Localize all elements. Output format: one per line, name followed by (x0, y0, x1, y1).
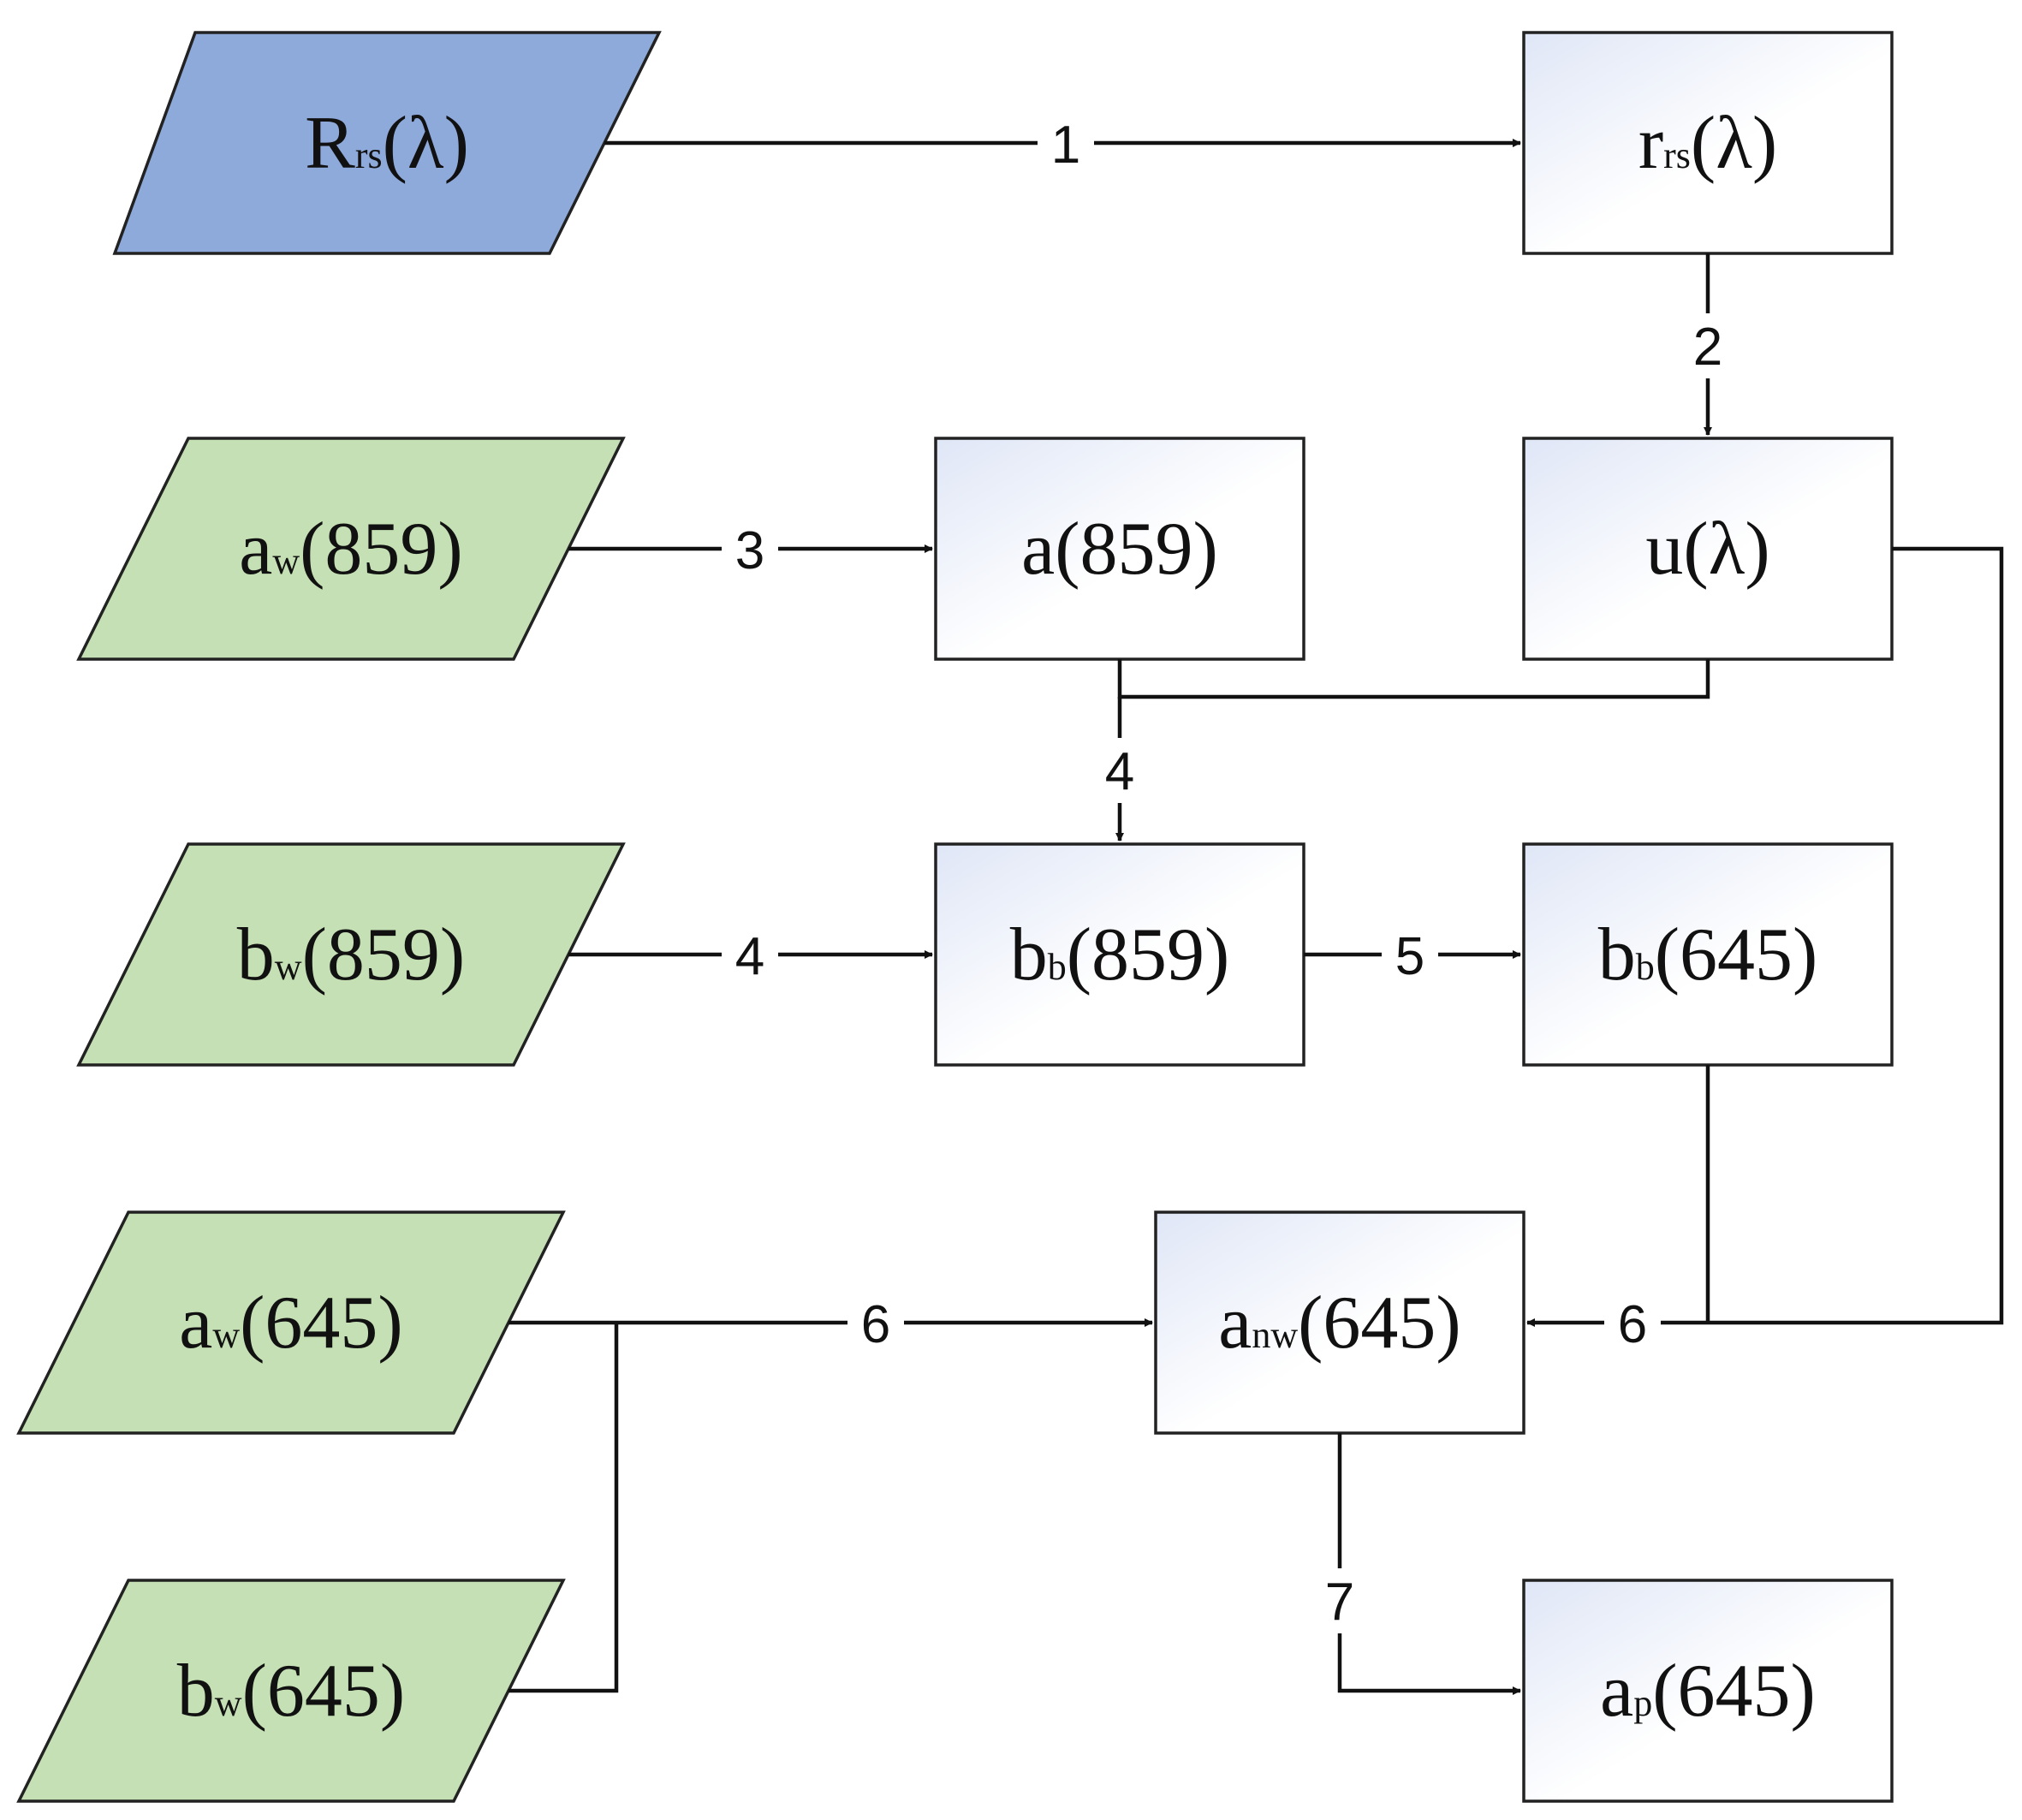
box-ap645-shape (1522, 1579, 1894, 1803)
step-label-7: 7 (1325, 1573, 1354, 1632)
input-bw645-label: bw(645) (177, 1650, 405, 1733)
input-Rrs: Rrs(λ) (112, 31, 662, 255)
input-aw859: aw(859) (76, 437, 626, 661)
box-rrs-shape (1522, 31, 1894, 255)
input-bw645: bw(645) (16, 1579, 566, 1803)
edge-6l-label-bg (847, 1291, 904, 1356)
box-anw645-label: anw(645) (1218, 1282, 1460, 1365)
step-label-6-left: 6 (861, 1295, 890, 1354)
input-aw645: aw(645) (16, 1210, 566, 1435)
edge-6-bw645 (508, 1323, 619, 1693)
step-label-1: 1 (1051, 116, 1080, 175)
input-bw859: bw(859) (76, 842, 626, 1067)
edge-7-label-bg (1311, 1568, 1368, 1633)
box-rrs-label: rrs(λ) (1638, 102, 1777, 185)
step-label-2: 2 (1693, 318, 1722, 377)
box-anw645: anw(645) (1154, 1210, 1525, 1435)
box-bb645: bb(645) (1522, 842, 1894, 1067)
step-label-4-vertical: 4 (1105, 742, 1134, 801)
edge-4v-label-bg (1091, 738, 1148, 803)
input-aw645-label: aw(645) (179, 1282, 402, 1365)
edge-7 (1337, 1433, 1521, 1695)
box-u: u(λ) (1522, 437, 1894, 661)
input-Rrs-shape (112, 31, 662, 255)
edge-3-label-bg (722, 517, 778, 582)
input-aw859-label: aw(859) (239, 508, 462, 591)
step-label-3: 3 (735, 521, 764, 580)
step-label-6-right: 6 (1618, 1295, 1647, 1354)
input-bw859-shape (76, 842, 626, 1067)
step-label-5: 5 (1395, 927, 1424, 986)
input-bw645-shape (16, 1579, 566, 1803)
box-bb859-label: bb(859) (1010, 913, 1230, 996)
edge-6r-label-bg (1604, 1291, 1661, 1356)
edge-1-label-bg (1038, 111, 1094, 176)
box-rrs: rrs(λ) (1522, 31, 1894, 255)
edge-5-label-bg (1382, 923, 1438, 988)
box-u-label: u(λ) (1645, 508, 1769, 591)
step-label-4-horizontal: 4 (735, 927, 764, 986)
edge-4-merge (1117, 659, 1710, 699)
box-a859: a(859) (934, 437, 1305, 661)
box-u-shape (1522, 437, 1894, 661)
box-a859-label: a(859) (1021, 508, 1218, 591)
box-anw645-shape (1154, 1210, 1525, 1435)
edge-6-u (1708, 546, 2004, 1325)
box-a859-shape (934, 437, 1305, 661)
edge-2-label-bg (1680, 313, 1736, 378)
box-ap645: ap(645) (1522, 1579, 1894, 1803)
box-bb645-shape (1522, 842, 1894, 1067)
box-bb859-shape (934, 842, 1305, 1067)
input-Rrs-label: Rrs(λ) (305, 102, 469, 185)
input-aw859-shape (76, 437, 626, 661)
input-aw645-shape (16, 1210, 566, 1435)
input-bw859-label: bw(859) (237, 913, 465, 996)
box-bb859: bb(859) (934, 842, 1305, 1067)
box-ap645-label: ap(645) (1600, 1650, 1816, 1733)
edge-4h-label-bg (722, 923, 778, 988)
box-bb645-label: bb(645) (1598, 913, 1818, 996)
